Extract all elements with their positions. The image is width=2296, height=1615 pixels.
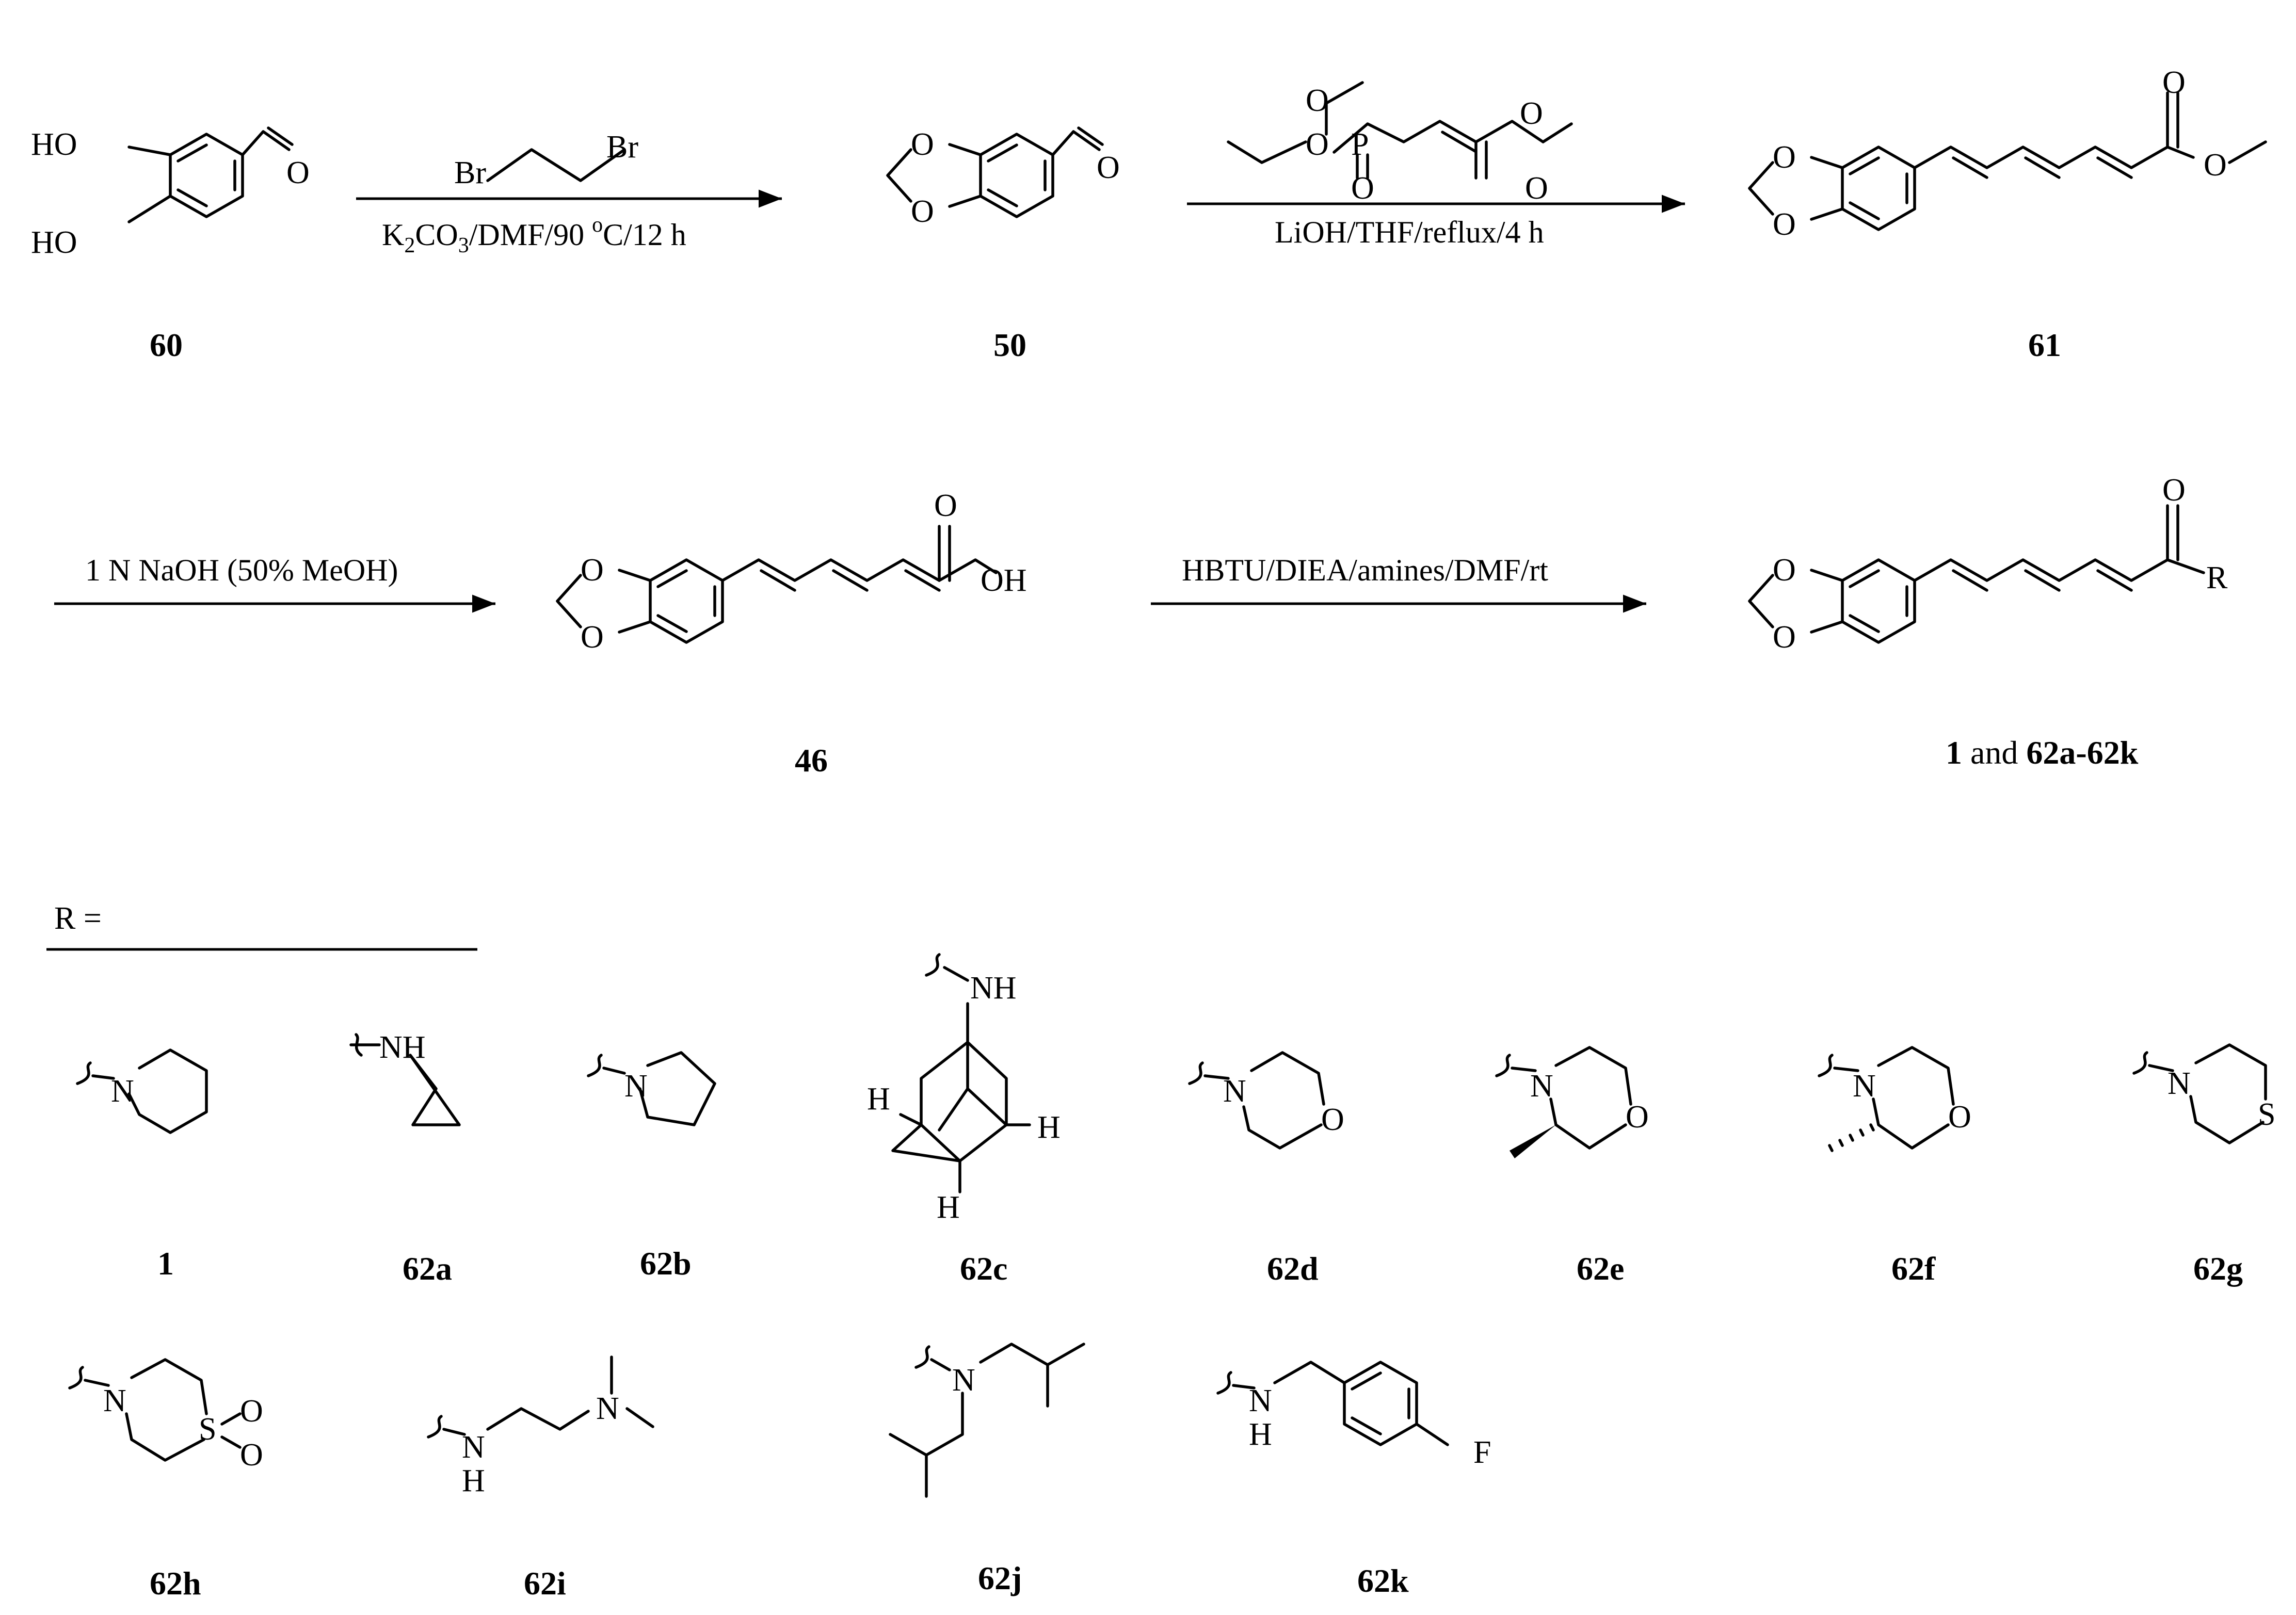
- conditions-step-4: HBTU/DIEA/amines/DMF/rt: [1182, 553, 1548, 587]
- atom-label: O: [1948, 1100, 1971, 1135]
- atom-label: O: [1520, 96, 1543, 131]
- atom-label: O: [1525, 171, 1548, 206]
- atom-label: O: [2204, 148, 2227, 183]
- atom-label: S: [199, 1412, 216, 1447]
- arrow-step-4: HBTU/DIEA/amines/DMF/rt: [1151, 553, 1646, 613]
- r-group-label-62e: 62e: [1577, 1250, 1624, 1287]
- atom-label: H: [462, 1463, 485, 1498]
- compound-46-structure: O O O OH: [556, 488, 1027, 655]
- atom-label: N: [1223, 1074, 1246, 1109]
- arrow-step-2: O O P O O O LiOH/THF/reflux/4 h: [1187, 81, 1685, 249]
- compound-label-46: 46: [795, 742, 828, 779]
- atom-label: O: [1306, 83, 1329, 118]
- compound-label-50: 50: [993, 327, 1026, 363]
- r-group-62b-structure: N: [587, 1051, 716, 1126]
- atom-label: O: [1321, 1102, 1344, 1137]
- atom-label: H: [937, 1190, 960, 1225]
- atom-label: O: [2162, 65, 2186, 100]
- conditions-step-1: K2CO3/DMF/90 oC/12 h: [382, 213, 686, 257]
- atom-label: O: [581, 620, 604, 655]
- atom-label: S: [2258, 1097, 2275, 1132]
- r-group-1-structure: N: [76, 1048, 208, 1134]
- compound-61-structure: O O O O: [1748, 65, 2267, 242]
- atom-label: N: [111, 1074, 134, 1109]
- atom-label: NH: [970, 971, 1017, 1006]
- conditions-step-2: LiOH/THF/reflux/4 h: [1275, 215, 1544, 249]
- atom-label: O: [2162, 473, 2186, 508]
- atom-label: N: [1530, 1069, 1553, 1104]
- r-group-62f-structure: N O: [1818, 1046, 1971, 1152]
- atom-label: O: [1773, 620, 1796, 655]
- atom-label: N: [596, 1391, 619, 1426]
- atom-label: HO: [31, 127, 77, 162]
- r-group-62g-structure: N S: [2132, 1043, 2275, 1144]
- atom-label: O: [1306, 127, 1329, 162]
- atom-label: Br: [454, 155, 486, 190]
- atom-label: O: [1773, 207, 1796, 242]
- r-group-label-62k: 62k: [1357, 1562, 1409, 1599]
- atom-label: O: [240, 1438, 263, 1473]
- compound-label-60: 60: [150, 327, 183, 363]
- atom-label: N: [103, 1383, 126, 1418]
- r-group-label-62i: 62i: [524, 1565, 566, 1602]
- atom-label: N: [1249, 1383, 1272, 1418]
- atom-label: N: [624, 1069, 648, 1104]
- r-group-heading: R =: [54, 901, 102, 936]
- atom-label: O: [1351, 171, 1374, 206]
- r-group-62d-structure: N O: [1188, 1051, 1344, 1150]
- r-group-label-1: 1: [157, 1245, 174, 1282]
- r-group-62j-structure: N: [889, 1343, 1085, 1498]
- atom-label: P: [1351, 127, 1369, 162]
- r-group-62h-structure: N S O O: [68, 1358, 263, 1473]
- r-group-62c-structure: NH H H H: [867, 953, 1061, 1225]
- r-group-label-62g: 62g: [2193, 1250, 2243, 1287]
- atom-label: O: [911, 194, 934, 229]
- arrow-step-1: Br Br K2CO3/DMF/90 oC/12 h: [356, 130, 782, 257]
- atom-label: NH: [379, 1030, 426, 1065]
- arrow-step-3: 1 N NaOH (50% MeOH): [54, 553, 495, 613]
- compound-label-61: 61: [2028, 327, 2061, 363]
- atom-label: O: [934, 488, 957, 523]
- compound-50-structure: O O O: [886, 126, 1120, 229]
- r-group-label-62f: 62f: [1891, 1250, 1936, 1287]
- atom-label: F: [1473, 1435, 1491, 1470]
- conditions-step-3: 1 N NaOH (50% MeOH): [85, 553, 398, 587]
- atom-label: O: [911, 127, 934, 162]
- atom-label: HO: [31, 225, 77, 260]
- r-group-label-62b: 62b: [640, 1245, 692, 1282]
- atom-label: O: [240, 1394, 263, 1429]
- atom-label: Br: [606, 130, 638, 165]
- atom-label: O: [286, 155, 310, 190]
- r-group-62k-structure: N H F: [1216, 1361, 1491, 1470]
- atom-label: O: [1097, 150, 1120, 185]
- atom-label: OH: [981, 563, 1027, 598]
- r-group-62e-structure: N O: [1495, 1046, 1649, 1158]
- atom-label: O: [581, 553, 604, 588]
- atom-label: O: [1626, 1100, 1649, 1135]
- r-group-label-62d: 62d: [1267, 1250, 1319, 1287]
- atom-label: O: [1773, 553, 1796, 588]
- atom-label: N: [952, 1363, 975, 1398]
- atom-label: H: [867, 1081, 890, 1117]
- compound-60-structure: HO HO O: [31, 126, 310, 260]
- compound-label-products: 1 and 62a-62k: [1946, 734, 2139, 771]
- atom-label: N: [462, 1430, 485, 1465]
- product-structure: O O O R: [1748, 473, 2228, 655]
- r-group-62a-structure: NH: [349, 1030, 461, 1126]
- atom-label: N: [2167, 1066, 2191, 1101]
- r-group-label-62j: 62j: [978, 1560, 1022, 1596]
- atom-label: N: [1853, 1069, 1876, 1104]
- atom-label: R: [2206, 560, 2228, 595]
- r-group-label-62a: 62a: [403, 1250, 452, 1287]
- r-group-label-62h: 62h: [150, 1565, 201, 1602]
- atom-label: H: [1037, 1110, 1061, 1145]
- r-group-62i-structure: N H N: [427, 1355, 654, 1498]
- r-group-label-62c: 62c: [960, 1250, 1007, 1287]
- atom-label: O: [1773, 140, 1796, 175]
- atom-label: H: [1249, 1417, 1272, 1452]
